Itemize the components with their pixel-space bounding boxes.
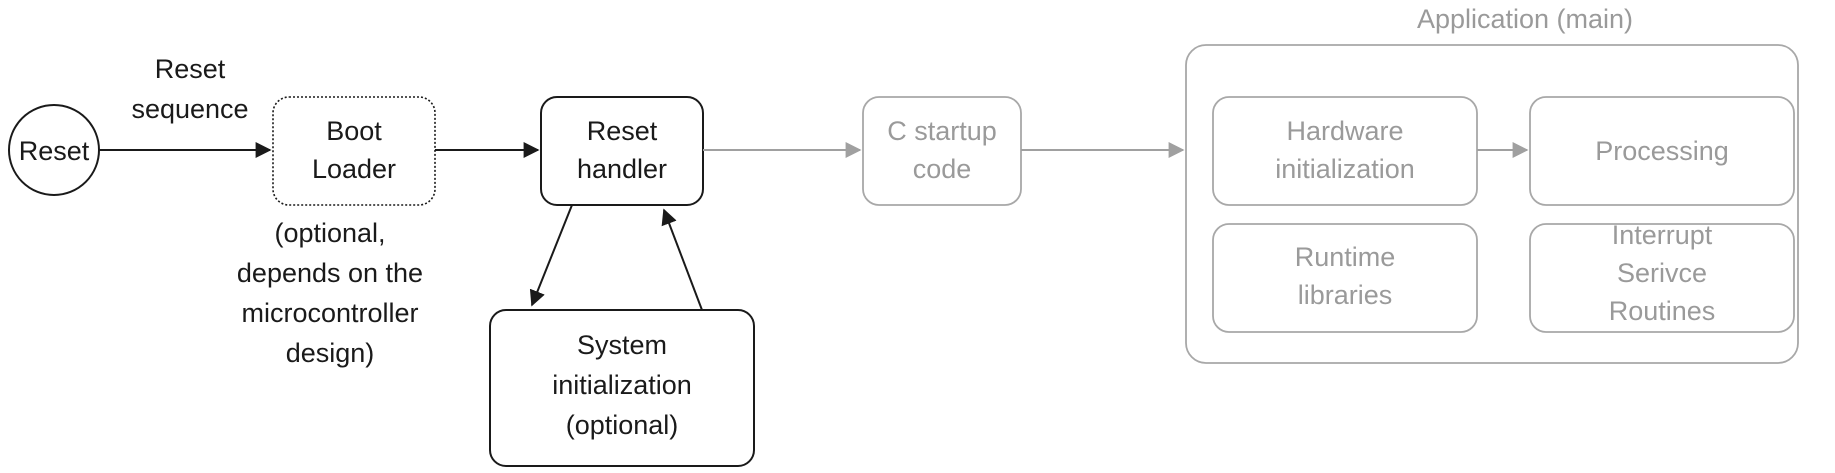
application-container [1185, 44, 1799, 364]
hardware-init-label-1: Hardware [1286, 116, 1403, 146]
reset-node-label: Reset [19, 136, 90, 166]
runtime-libraries-label-1: Runtime [1295, 242, 1396, 272]
reset-node: Reset [8, 104, 100, 196]
processing-box: Processing [1529, 96, 1795, 206]
boot-loader-note-2: depends on the [237, 258, 423, 288]
reset-handler-label-2: handler [577, 154, 667, 184]
boot-loader-box: Boot Loader [272, 96, 436, 206]
interrupt-routines-label-2: Serivce [1617, 258, 1707, 288]
system-init-label-3: (optional) [566, 410, 679, 440]
c-startup-label-2: code [913, 154, 972, 184]
boot-loader-label-1: Boot [326, 116, 382, 146]
hardware-init-label-2: initialization [1275, 154, 1415, 184]
processing-label: Processing [1595, 136, 1729, 166]
reset-handler-label-1: Reset [587, 116, 658, 146]
c-startup-label-1: C startup [887, 116, 997, 146]
runtime-libraries-box: Runtime libraries [1212, 223, 1478, 333]
interrupt-routines-label-1: Interrupt [1612, 220, 1713, 250]
reset-sequence-label-1: Reset [155, 54, 226, 84]
arrow-reset-handler-to-system-init [529, 204, 573, 307]
runtime-libraries-label-2: libraries [1298, 280, 1393, 310]
application-title: Application (main) [1417, 4, 1633, 34]
arrow-system-init-to-reset-handler [661, 208, 703, 311]
boot-loader-label-2: Loader [312, 154, 396, 184]
boot-loader-note-4: design) [286, 338, 375, 368]
boot-loader-note-3: microcontroller [241, 298, 418, 328]
boot-loader-note-1: (optional, [274, 218, 385, 248]
interrupt-routines-box: Interrupt Serivce Routines [1529, 220, 1795, 333]
system-init-label-2: initialization [552, 370, 692, 400]
reset-handler-box: Reset handler [540, 96, 704, 206]
c-startup-box: C startup code [862, 96, 1022, 206]
system-init-label-1: System [577, 330, 667, 360]
system-init-box: System initialization (optional) [489, 309, 755, 467]
hardware-init-box: Hardware initialization [1212, 96, 1478, 206]
interrupt-routines-label-3: Routines [1609, 296, 1716, 326]
reset-sequence-label-2: sequence [131, 94, 248, 124]
